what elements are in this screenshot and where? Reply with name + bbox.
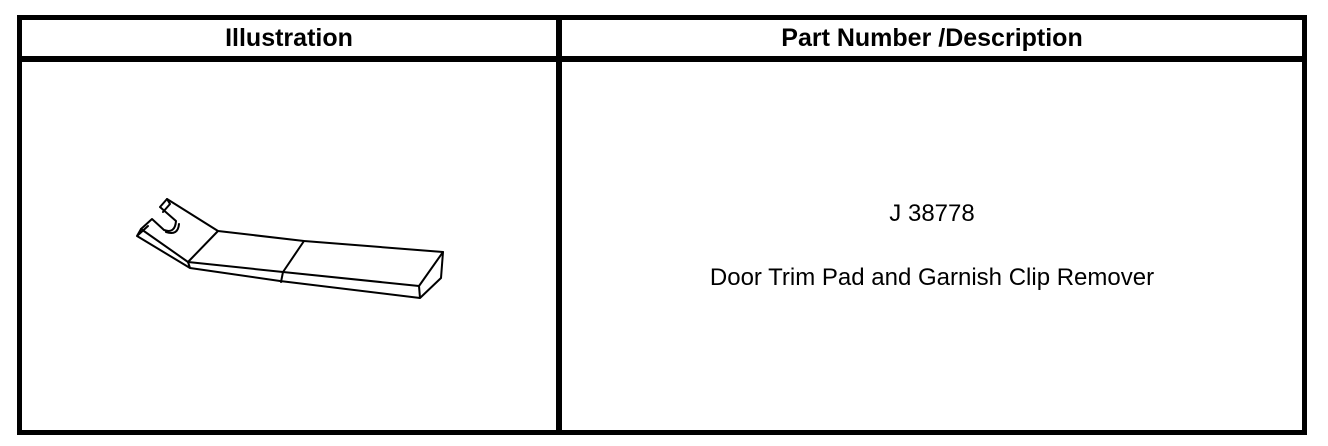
header-part-number-description: Part Number /Description bbox=[562, 20, 1302, 62]
part-number-description-cell: J 38778 Door Trim Pad and Garnish Clip R… bbox=[562, 62, 1302, 430]
header-illustration-label: Illustration bbox=[225, 23, 353, 52]
tool-top-surface bbox=[140, 198, 444, 287]
tool-detail-lines bbox=[136, 198, 444, 299]
header-part-number-description-label: Part Number /Description bbox=[781, 23, 1083, 52]
header-illustration: Illustration bbox=[22, 20, 562, 62]
description-text: Door Trim Pad and Garnish Clip Remover bbox=[709, 264, 1155, 291]
special-tools-table: Illustration Part Number /Description J … bbox=[17, 15, 1307, 435]
door-trim-clip-remover-tool-drawing bbox=[136, 198, 444, 299]
illustration-cell bbox=[22, 62, 562, 430]
part-number-text: J 38778 bbox=[889, 200, 975, 227]
